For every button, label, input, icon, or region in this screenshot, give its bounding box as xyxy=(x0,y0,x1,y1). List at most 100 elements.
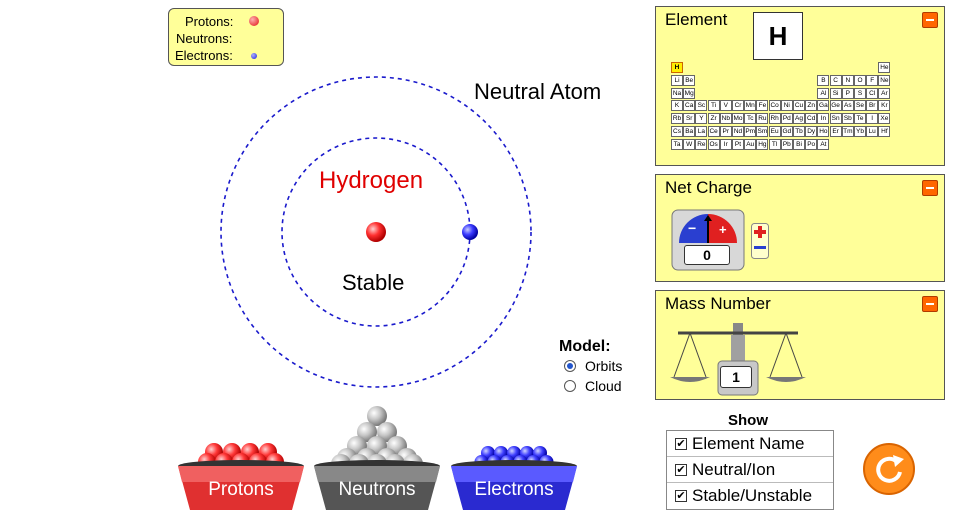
element-cell-ir[interactable]: Ir xyxy=(719,138,732,150)
checkbox-checked-icon[interactable]: ✔ xyxy=(675,438,687,450)
element-cell-si[interactable]: Si xyxy=(829,87,842,99)
element-cell-hg[interactable]: Hg xyxy=(756,138,769,150)
element-cell-at[interactable]: At xyxy=(817,138,830,150)
element-cell-tl[interactable]: Tl xyxy=(768,138,781,150)
element-cell-nd[interactable]: Nd xyxy=(732,126,744,137)
neutron-particle[interactable] xyxy=(377,422,397,442)
element-cell-ag[interactable]: Ag xyxy=(793,113,805,125)
element-cell-rb[interactable]: Rb xyxy=(671,113,683,125)
element-cell-h[interactable]: H xyxy=(671,62,683,73)
element-cell-pt[interactable]: Pt xyxy=(732,138,744,150)
element-cell-zn[interactable]: Zn xyxy=(805,100,818,112)
checkbox-checked-icon[interactable]: ✔ xyxy=(675,490,687,502)
element-cell-au[interactable]: Au xyxy=(744,138,757,150)
element-cell-ce[interactable]: Ce xyxy=(707,126,720,137)
element-cell-v[interactable]: V xyxy=(719,100,732,112)
element-cell-eu[interactable]: Eu xyxy=(768,126,781,137)
element-cell-al[interactable]: Al xyxy=(817,87,830,99)
element-cell-cl[interactable]: Cl xyxy=(866,87,879,99)
element-cell-be[interactable]: Be xyxy=(683,74,696,86)
element-cell-la[interactable]: La xyxy=(695,126,708,137)
model-orbits-radio[interactable] xyxy=(564,360,576,372)
element-cell-ta[interactable]: Ta xyxy=(671,138,683,150)
element-cell-br[interactable]: Br xyxy=(866,100,879,112)
element-cell-sc[interactable]: Sc xyxy=(695,100,708,112)
model-orbits-label[interactable]: Orbits xyxy=(585,358,623,374)
element-cell-o[interactable]: O xyxy=(854,74,866,86)
element-cell-yb[interactable]: Yb xyxy=(854,126,866,137)
element-cell-sm[interactable]: Sm xyxy=(756,126,769,137)
element-cell-p[interactable]: P xyxy=(841,87,854,99)
element-cell-bi[interactable]: Bi xyxy=(793,138,805,150)
element-cell-tb[interactable]: Tb xyxy=(793,126,805,137)
model-cloud-radio[interactable] xyxy=(564,380,576,392)
element-cell-i[interactable]: I xyxy=(866,113,879,125)
element-cell-xe[interactable]: Xe xyxy=(878,113,891,125)
element-cell-cd[interactable]: Cd xyxy=(805,113,818,125)
element-cell-sb[interactable]: Sb xyxy=(841,113,854,125)
show-stable-unstable-option[interactable]: ✔ Stable/Unstable xyxy=(667,483,833,509)
element-cell-ru[interactable]: Ru xyxy=(756,113,769,125)
element-cell-in[interactable]: In xyxy=(817,113,830,125)
element-cell-fe[interactable]: Fe xyxy=(756,100,769,112)
element-cell-dy[interactable]: Dy xyxy=(805,126,818,137)
element-cell-co[interactable]: Co xyxy=(768,100,781,112)
element-cell-mn[interactable]: Mn xyxy=(744,100,757,112)
element-cell-lu[interactable]: Lu xyxy=(866,126,879,137)
element-cell-li[interactable]: Li xyxy=(671,74,683,86)
element-cell-te[interactable]: Te xyxy=(854,113,866,125)
element-cell-ti[interactable]: Ti xyxy=(707,100,720,112)
element-cell-cu[interactable]: Cu xyxy=(793,100,805,112)
model-cloud-label[interactable]: Cloud xyxy=(585,378,622,394)
element-cell-kr[interactable]: Kr xyxy=(878,100,891,112)
element-cell-b[interactable]: B xyxy=(817,74,830,86)
element-cell-cr[interactable]: Cr xyxy=(732,100,744,112)
orbit-electron[interactable] xyxy=(462,224,478,240)
element-cell-w[interactable]: W xyxy=(683,138,696,150)
element-cell-sr[interactable]: Sr xyxy=(683,113,696,125)
collapse-net-charge-button[interactable] xyxy=(922,180,938,196)
element-cell-ni[interactable]: Ni xyxy=(780,100,793,112)
element-cell-mo[interactable]: Mo xyxy=(732,113,744,125)
element-cell-os[interactable]: Os xyxy=(707,138,720,150)
element-cell-tc[interactable]: Tc xyxy=(744,113,757,125)
show-element-name-option[interactable]: ✔ Element Name xyxy=(667,431,833,457)
element-cell-hf[interactable]: Hf xyxy=(878,126,891,137)
element-cell-k[interactable]: K xyxy=(671,100,683,112)
neutron-particle[interactable] xyxy=(357,422,377,442)
element-cell-pb[interactable]: Pb xyxy=(780,138,793,150)
element-cell-tm[interactable]: Tm xyxy=(841,126,854,137)
element-cell-nb[interactable]: Nb xyxy=(719,113,732,125)
element-cell-cs[interactable]: Cs xyxy=(671,126,683,137)
element-cell-se[interactable]: Se xyxy=(854,100,866,112)
element-cell-ca[interactable]: Ca xyxy=(683,100,696,112)
element-cell-sn[interactable]: Sn xyxy=(829,113,842,125)
element-cell-ar[interactable]: Ar xyxy=(878,87,891,99)
nucleus-proton[interactable] xyxy=(366,222,386,242)
element-cell-rh[interactable]: Rh xyxy=(768,113,781,125)
collapse-mass-number-button[interactable] xyxy=(922,296,938,312)
neutron-particle[interactable] xyxy=(367,406,387,426)
element-cell-f[interactable]: F xyxy=(866,74,879,86)
element-cell-as[interactable]: As xyxy=(841,100,854,112)
element-cell-gd[interactable]: Gd xyxy=(780,126,793,137)
element-cell-s[interactable]: S xyxy=(854,87,866,99)
element-cell-y[interactable]: Y xyxy=(695,113,708,125)
element-cell-mg[interactable]: Mg xyxy=(683,87,696,99)
element-cell-zr[interactable]: Zr xyxy=(707,113,720,125)
element-cell-ne[interactable]: Ne xyxy=(878,74,891,86)
checkbox-checked-icon[interactable]: ✔ xyxy=(675,464,687,476)
element-cell-ba[interactable]: Ba xyxy=(683,126,696,137)
element-cell-er[interactable]: Er xyxy=(829,126,842,137)
element-cell-ga[interactable]: Ga xyxy=(817,100,830,112)
reset-button[interactable] xyxy=(862,442,916,496)
element-cell-ge[interactable]: Ge xyxy=(829,100,842,112)
collapse-element-panel-button[interactable] xyxy=(922,12,938,28)
element-cell-pm[interactable]: Pm xyxy=(744,126,757,137)
element-cell-pr[interactable]: Pr xyxy=(719,126,732,137)
element-cell-pd[interactable]: Pd xyxy=(780,113,793,125)
element-cell-n[interactable]: N xyxy=(841,74,854,86)
element-cell-ho[interactable]: Ho xyxy=(817,126,830,137)
element-cell-c[interactable]: C xyxy=(829,74,842,86)
element-cell-po[interactable]: Po xyxy=(805,138,818,150)
